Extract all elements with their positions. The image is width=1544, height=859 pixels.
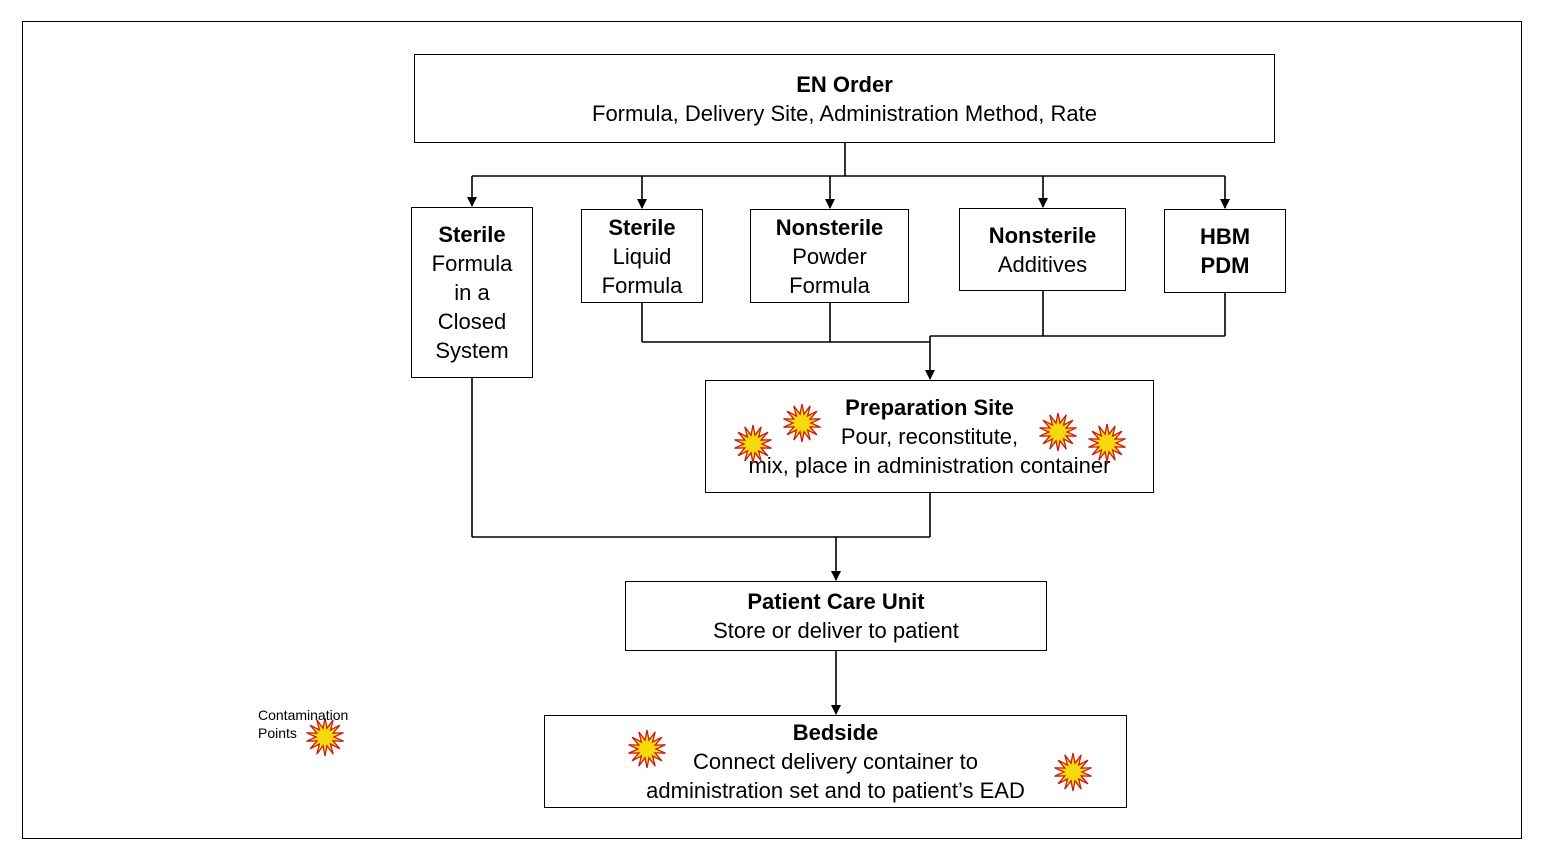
source-title: Sterile (608, 214, 676, 240)
source-line: PDM (1200, 253, 1250, 278)
en-order-subtitle: Formula, Delivery Site, Administration M… (592, 100, 1097, 126)
source-line: Additives (997, 251, 1088, 277)
source-line: Formula (789, 272, 870, 298)
en-order-title: EN Order (796, 71, 893, 97)
bedside-line: Connect delivery container to (693, 749, 978, 774)
legend-line-1: Contamination (258, 707, 349, 723)
starburst-icon (1053, 752, 1093, 792)
source-box-hbm-pdm: HBM PDM (1164, 209, 1286, 293)
source-title: HBM (1199, 224, 1251, 249)
preparation-site-box: Preparation Site Pour, reconstitute, mix… (705, 380, 1154, 493)
source-line: Powder (792, 243, 867, 269)
starburst-icon (1087, 423, 1127, 463)
source-box-nonsterile-powder: Nonsterile Powder Formula (750, 209, 909, 303)
source-line: in a (454, 280, 490, 305)
bedside-box: Bedside Connect delivery container to ad… (544, 715, 1127, 808)
patient-care-unit-title: Patient Care Unit (747, 589, 925, 614)
source-box-sterile-closed-system: Sterile Formula in a Closed System (411, 207, 533, 378)
patient-care-unit-box: Patient Care Unit Store or deliver to pa… (625, 581, 1047, 651)
starburst-icon (627, 729, 667, 769)
legend: Contamination Points (258, 706, 348, 742)
source-line: Liquid (612, 243, 672, 269)
source-box-nonsterile-additives: Nonsterile Additives (959, 208, 1126, 291)
source-title: Nonsterile (988, 222, 1097, 248)
source-line: System (435, 338, 509, 363)
source-title: Nonsterile (775, 214, 884, 240)
en-order-box: EN Order Formula, Delivery Site, Adminis… (414, 54, 1275, 143)
preparation-site-line: Pour, reconstitute, (840, 424, 1019, 449)
source-line: Formula (601, 272, 683, 298)
bedside-title: Bedside (792, 720, 879, 745)
preparation-site-title: Preparation Site (845, 395, 1014, 420)
source-line: Formula (431, 251, 513, 276)
source-title: Sterile (438, 222, 506, 247)
legend-line-2: Points (258, 725, 297, 741)
starburst-icon (782, 403, 822, 443)
patient-care-unit-line: Store or deliver to patient (713, 618, 959, 643)
starburst-icon (1038, 412, 1078, 452)
preparation-site-line: mix, place in administration container (748, 453, 1111, 478)
starburst-icon (733, 424, 773, 464)
bedside-line: administration set and to patient’s EAD (646, 778, 1025, 803)
source-line: Closed (437, 309, 507, 334)
source-box-sterile-liquid: Sterile Liquid Formula (581, 209, 703, 303)
diagram-frame (22, 21, 1522, 839)
